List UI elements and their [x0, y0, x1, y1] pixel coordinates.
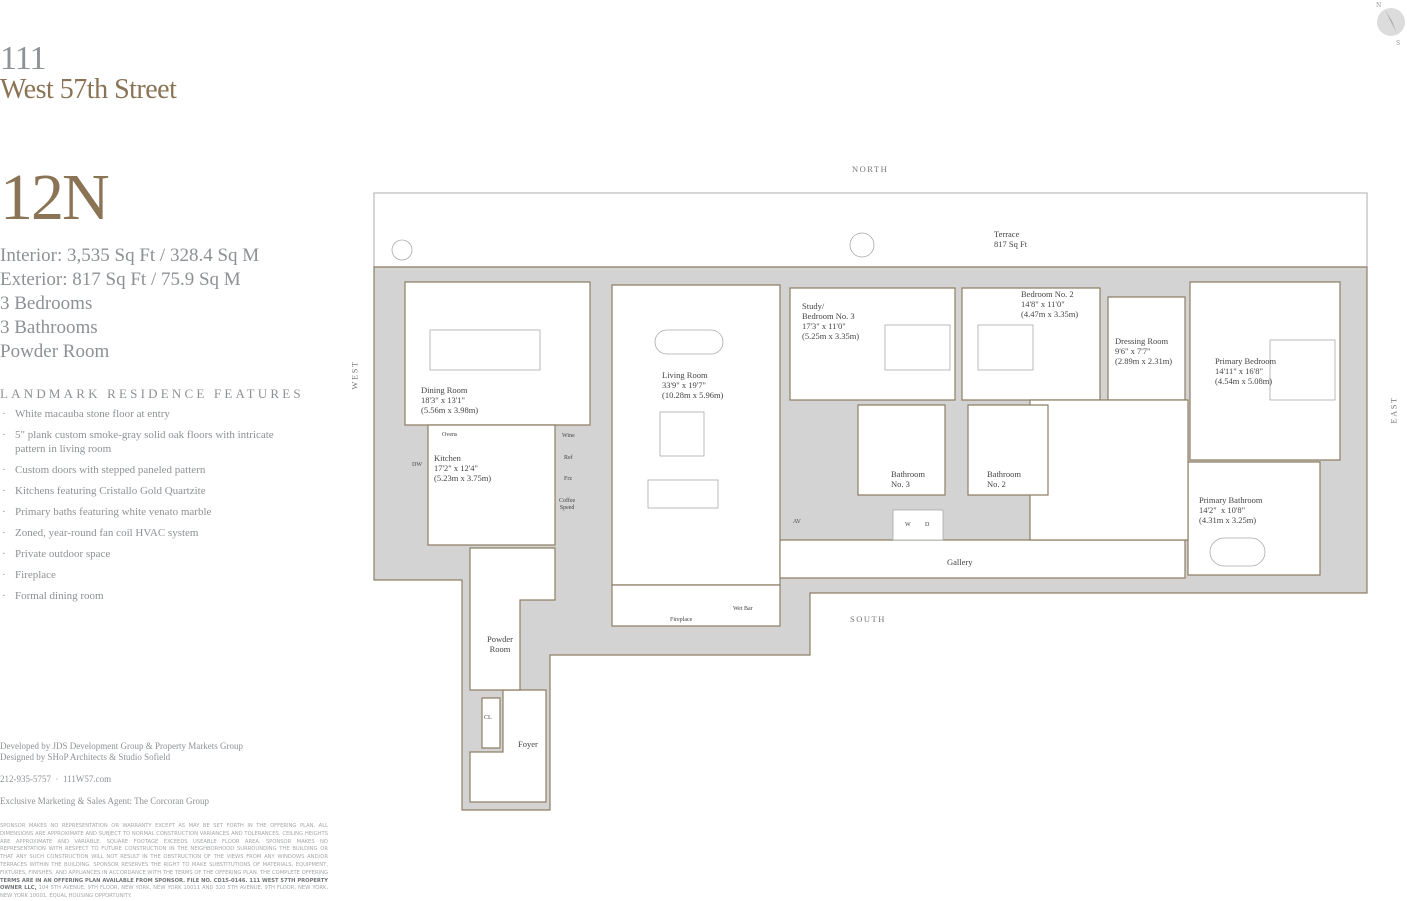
frz-label: Frz [564, 476, 572, 482]
fireplace-area [611, 584, 781, 627]
closet-label: CL [484, 715, 492, 721]
room-primary-bedroom: Primary Bedroom 14'11" x 16'8" (4.54m x … [1215, 356, 1277, 386]
compass-s: S [1396, 40, 1401, 47]
sales-agent: Exclusive Marketing & Sales Agent: The C… [0, 796, 210, 806]
stat-exterior: Exterior: 817 Sq Ft / 75.9 Sq M [0, 269, 241, 290]
study-area [789, 287, 956, 401]
separator: · [55, 774, 59, 784]
bath-2-area [967, 404, 1049, 496]
unit-number: 12N [0, 161, 110, 234]
label-north: NORTH [852, 164, 889, 174]
terrace-table [849, 232, 875, 258]
phone: 212-935-5757 [0, 774, 51, 784]
dryer-label: D [925, 522, 930, 528]
washer-dryer [892, 509, 944, 541]
feature-item: Private outdoor space [0, 547, 280, 561]
planter [391, 239, 413, 261]
entry-corridor [469, 547, 556, 691]
coffee-table [654, 329, 724, 355]
label-south: SOUTH [850, 614, 886, 624]
feature-item: Zoned, year-round fan coil HVAC system [0, 526, 280, 540]
dining-table [429, 329, 541, 371]
room-foyer: Foyer [518, 739, 538, 749]
disclaimer-bold: TERMS ARE IN AN OFFERING PLAN AVAILABLE … [0, 877, 328, 892]
wine-label: Wine [562, 433, 575, 439]
stat-powder: Powder Room [0, 341, 110, 362]
compass-icon [1377, 8, 1405, 36]
website-link[interactable]: 111W57.com [63, 774, 112, 784]
room-bath-2: Bathroom No. 2 [987, 469, 1021, 489]
room-kitchen: Kitchen 17'2" x 12'4" (5.23m x 3.75m) [434, 453, 492, 483]
room-dressing: Dressing Room 9'6" x 7'7" (2.89m x 2.31m… [1115, 336, 1173, 366]
stat-bedrooms: 3 Bedrooms [0, 293, 93, 314]
furniture [391, 232, 1336, 567]
primary-bedroom-area [1189, 281, 1341, 461]
room-study: Study/ Bedroom No. 3 17'3" x 11'0" (5.25… [802, 301, 860, 341]
room-bedroom-2: Bedroom No. 2 14'8" x 11'0" (4.47m x 3.3… [1021, 289, 1079, 319]
stat-interior: Interior: 3,535 Sq Ft / 328.4 Sq M [0, 245, 260, 266]
disclaimer: SPONSOR MAKES NO REPRESENTATION OR WARRA… [0, 823, 328, 901]
av-label: AV [793, 519, 801, 525]
sofa [647, 479, 719, 509]
coffee-label: Coffee Speed [559, 498, 576, 511]
feature-item: Kitchens featuring Cristallo Gold Quartz… [0, 484, 280, 498]
stat-bathrooms: 3 Bathrooms [0, 317, 98, 338]
closet-area [481, 697, 501, 749]
fireplace-label: Fireplace [670, 617, 693, 623]
bathtub [1209, 537, 1266, 567]
developer-credit: Developed by JDS Development Group & Pro… [0, 741, 243, 751]
bed-2 [977, 324, 1034, 371]
kitchen-area [427, 424, 556, 546]
feature-item: Fireplace [0, 568, 280, 582]
washer-label: W [905, 522, 911, 528]
features-list: White macauba stone floor at entry 5" pl… [0, 407, 280, 610]
designer-credit: Designed by SHoP Architects & Studio Sof… [0, 752, 171, 762]
compass-n: N [1376, 2, 1382, 9]
unit-stats: Interior: 3,535 Sq Ft / 328.4 Sq M Exter… [0, 244, 259, 364]
ref-label: Ref [564, 455, 573, 461]
ovens-label: Ovens [442, 432, 458, 438]
wet-bar-label: Wet Bar [733, 606, 753, 612]
disclaimer-text: SPONSOR MAKES NO REPRESENTATION OR WARRA… [0, 823, 328, 876]
feature-item: White macauba stone floor at entry [0, 407, 280, 421]
feature-item: 5" plank custom smoke-gray solid oak flo… [0, 428, 280, 456]
room-terrace: Terrace 817 Sq Ft [994, 229, 1028, 249]
feature-item: Primary baths featuring white venato mar… [0, 505, 280, 519]
gallery-area [779, 539, 1186, 579]
feature-item: Custom doors with stepped paneled patter… [0, 463, 280, 477]
disclaimer-address: 104 5TH AVENUE, 9TH FLOOR, NEW YORK, NEW… [0, 885, 328, 900]
bed-primary [1269, 339, 1336, 401]
features-heading: LANDMARK RESIDENCE FEATURES [0, 386, 304, 401]
terrace-area [373, 192, 1368, 268]
compass: N S [1372, 2, 1406, 50]
room-living: Living Room 33'9" x 19'7" (10.28m x 5.96… [662, 370, 724, 400]
bed-study [884, 324, 951, 371]
label-west: WEST [349, 360, 360, 390]
credits: Developed by JDS Development Group & Pro… [0, 741, 243, 807]
dishwasher-label: DW [412, 462, 422, 468]
building-number: 111 [0, 40, 46, 77]
hall-area [1029, 399, 1189, 541]
feature-item: Formal dining room [0, 589, 280, 603]
ottoman [659, 411, 705, 457]
label-east: EAST [1388, 396, 1399, 424]
room-gallery: Gallery [947, 557, 973, 567]
room-bath-3: Bathroom No. 3 [891, 469, 925, 489]
foyer-area [469, 689, 547, 803]
room-dining: Dining Room 18'3" x 13'1" (5.56m x 3.98m… [421, 385, 479, 415]
room-primary-bath: Primary Bathroom 14'2" x 10'8" (4.31m x … [1199, 495, 1263, 525]
building-street: West 57th Street [0, 74, 177, 105]
bath-3-area [857, 404, 946, 496]
room-powder: Powder Room [487, 634, 513, 654]
